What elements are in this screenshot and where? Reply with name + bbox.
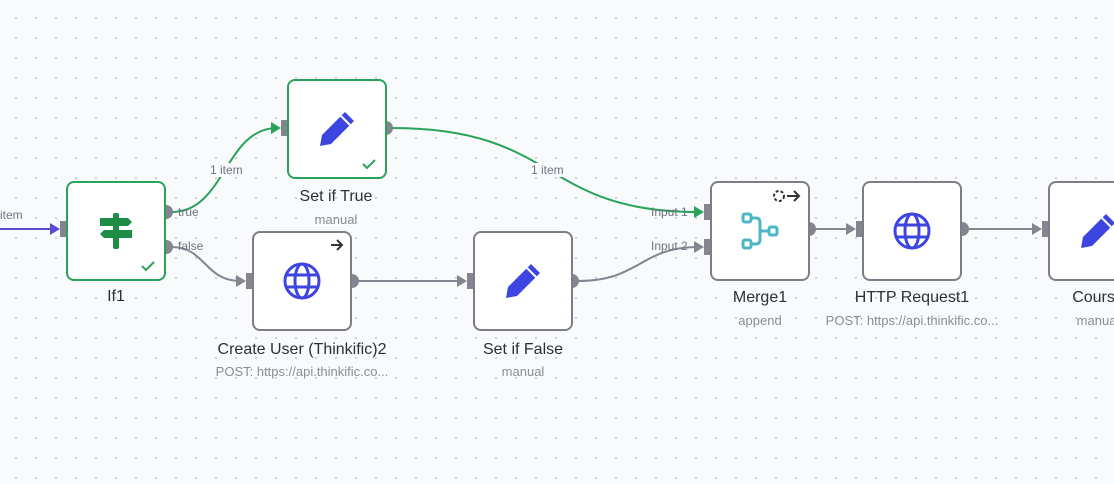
node-set-if-true[interactable]	[287, 79, 387, 179]
handles[interactable]	[60, 120, 1050, 289]
node-create-user[interactable]	[252, 231, 352, 331]
node-set-if-true-subtitle: manual	[314, 212, 358, 227]
globe-icon	[893, 212, 931, 250]
node-http-request1-subtitle: POST: https://api.thinkific.co...	[825, 313, 999, 328]
node-http-request1-name: HTTP Request1	[854, 289, 970, 306]
pencil-icon	[320, 112, 354, 146]
node-course-name: Course	[1072, 289, 1114, 306]
node-set-if-false-subtitle: manual	[501, 364, 545, 379]
node-if1-name: If1	[107, 288, 125, 305]
node-course-subtitle: manual	[1076, 313, 1114, 328]
if-true-output-label: true	[178, 205, 199, 219]
arrow-right-icon	[331, 239, 344, 251]
success-check-icon	[362, 159, 376, 170]
merge-icon	[741, 212, 779, 250]
merge-edge-label: 1 item	[531, 163, 564, 177]
merge-input2-label: Input 2	[651, 239, 688, 253]
edge-if-false[interactable]	[171, 246, 241, 282]
node-merge1-subtitle: append	[738, 313, 782, 328]
edge-setfalse-merge[interactable]	[577, 246, 699, 282]
success-check-icon	[141, 261, 155, 272]
pencil-icon	[1081, 214, 1114, 248]
node-merge1[interactable]	[710, 181, 810, 281]
node-create-user-subtitle: POST: https://api.thinkific.co...	[215, 364, 389, 379]
incoming-edge-label: item	[0, 208, 23, 222]
pencil-icon	[506, 264, 540, 298]
signpost-icon	[100, 213, 132, 249]
merge-input1-label: Input 1	[651, 205, 688, 219]
node-set-if-true-name: Set if True	[299, 188, 373, 205]
if-false-output-label: false	[178, 239, 204, 253]
node-create-user-name: Create User (Thinkific)2	[217, 341, 387, 358]
node-set-if-false[interactable]	[473, 231, 573, 331]
true-edge-label: 1 item	[210, 163, 243, 177]
globe-icon	[283, 262, 321, 300]
node-set-if-false-name: Set if False	[482, 341, 564, 358]
execute-once-icon	[773, 190, 801, 202]
arrowheads	[50, 122, 1042, 287]
node-http-request1[interactable]	[862, 181, 962, 281]
node-course[interactable]	[1048, 181, 1114, 281]
node-merge1-name: Merge1	[732, 289, 788, 306]
node-if1[interactable]	[66, 181, 166, 281]
